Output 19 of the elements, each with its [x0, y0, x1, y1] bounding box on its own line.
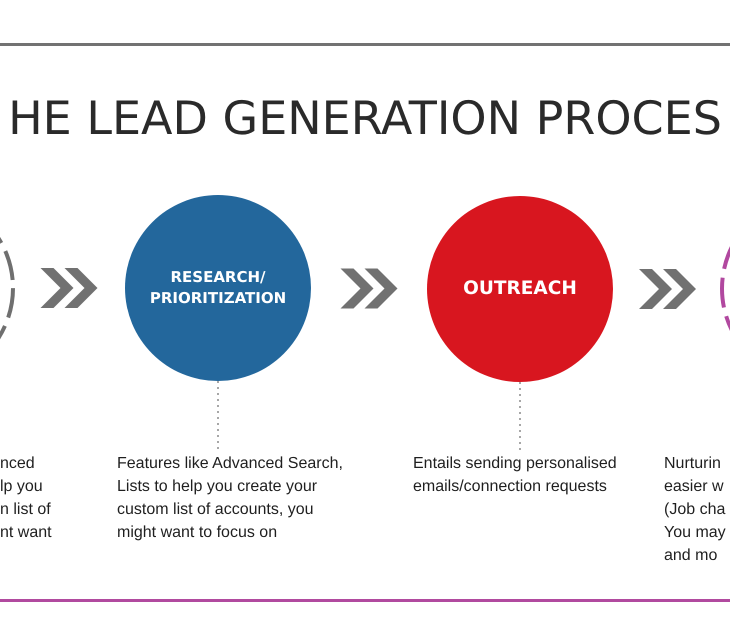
text-fragment: lp you	[0, 477, 43, 497]
text-fragment: Nurturin	[664, 454, 721, 474]
text-fragment: nced	[0, 454, 35, 474]
title: HE LEAD GENERATION PROCES	[8, 91, 722, 145]
leader-line	[217, 381, 219, 452]
chevron-arrow	[340, 268, 398, 308]
text-fragment: nt want	[0, 523, 52, 543]
description-text: Entails sending personalised emails/connection requests	[413, 452, 638, 498]
text-fragment: easier w	[664, 477, 724, 497]
text-fragment: n list of	[0, 500, 51, 520]
text-fragment: and mo	[664, 546, 718, 566]
text-fragment: You may	[664, 523, 726, 543]
text-fragment: (Job cha	[664, 500, 726, 520]
step-title: OUTREACH	[463, 277, 577, 301]
leader-line	[519, 382, 521, 452]
chevron-arrow	[40, 268, 98, 308]
chevron-arrow	[639, 269, 696, 309]
step-title: RESEARCH/ PRIORITIZATION	[150, 267, 286, 309]
description-text: Features like Advanced Search, Lists to help you create your custom list of accounts, you might want to focus on	[117, 452, 351, 544]
